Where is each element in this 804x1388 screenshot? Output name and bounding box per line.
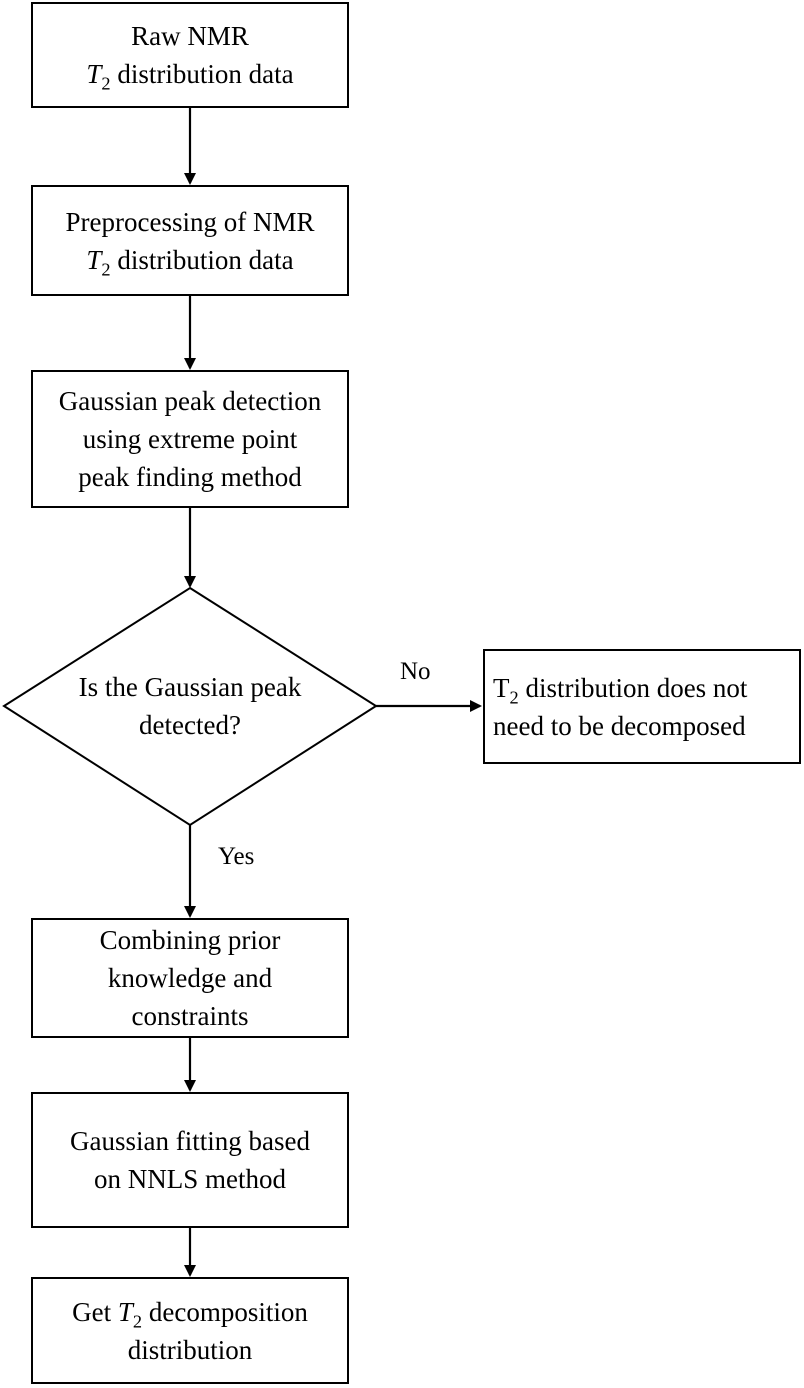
peak-detection-line1: Gaussian peak detection bbox=[58, 386, 322, 416]
peak-detection-box: Gaussian peak detection using extreme po… bbox=[31, 370, 349, 508]
t2-symbol: T bbox=[86, 59, 102, 89]
preprocessing-line2: T2 distribution data bbox=[86, 241, 293, 279]
get-text: Get bbox=[72, 1296, 118, 1327]
prior-knowledge-box: Combining prior knowledge and constraint… bbox=[31, 918, 349, 1038]
gaussian-fitting-box: Gaussian fitting based on NNLS method bbox=[31, 1092, 349, 1228]
peak-detection-line3: peak finding method bbox=[78, 462, 302, 492]
no-decomposition-box: T2 distribution does not need to be deco… bbox=[483, 649, 801, 764]
peak-detection-line2: using extreme point bbox=[82, 424, 298, 454]
decomposition-result-box: Get T2 decomposition distribution bbox=[31, 1277, 349, 1384]
preprocessing-line2-rest: distribution data bbox=[110, 244, 294, 275]
raw-data-line2-rest: distribution data bbox=[110, 59, 294, 89]
t2-symbol: T bbox=[493, 672, 510, 703]
prior-knowledge-line1: Combining prior bbox=[99, 925, 281, 955]
no-decomposition-line1: T2 distribution does not bbox=[493, 669, 747, 707]
t2-subscript: 2 bbox=[101, 73, 111, 94]
decision-line1: Is the Gaussian peak bbox=[78, 672, 302, 702]
gaussian-fitting-line1: Gaussian fitting based bbox=[70, 1126, 310, 1156]
decision-question: Is the Gaussian peak detected? bbox=[30, 668, 350, 744]
raw-data-line2: T2 distribution data bbox=[86, 55, 293, 93]
t2-subscript: 2 bbox=[509, 686, 519, 707]
decomposition-result-line1-rest: decomposition bbox=[142, 1296, 308, 1327]
no-edge-label: No bbox=[400, 658, 431, 685]
t2-subscript: 2 bbox=[132, 1310, 143, 1331]
no-decomposition-line1-rest: distribution does not bbox=[518, 672, 748, 703]
decomposition-result-line2: distribution bbox=[127, 1334, 253, 1365]
gaussian-fitting-line2: on NNLS method bbox=[94, 1164, 286, 1194]
preprocessing-line1: Preprocessing of NMR bbox=[65, 206, 315, 237]
prior-knowledge-line2: knowledge and bbox=[107, 963, 273, 993]
decomposition-result-line1: Get T2 decomposition bbox=[72, 1293, 308, 1331]
preprocessing-box: Preprocessing of NMR T2 distribution dat… bbox=[31, 185, 349, 296]
raw-data-line1: Raw NMR bbox=[131, 21, 249, 51]
no-decomposition-line2: need to be decomposed bbox=[493, 710, 746, 741]
t2-symbol: T bbox=[86, 244, 102, 275]
decision-line2: detected? bbox=[139, 710, 241, 740]
yes-edge-label: Yes bbox=[218, 843, 255, 870]
raw-data-box: Raw NMR T2 distribution data bbox=[31, 2, 349, 108]
prior-knowledge-line3: constraints bbox=[131, 1001, 249, 1031]
t2-subscript: 2 bbox=[101, 258, 111, 279]
t2-symbol: T bbox=[117, 1296, 133, 1327]
